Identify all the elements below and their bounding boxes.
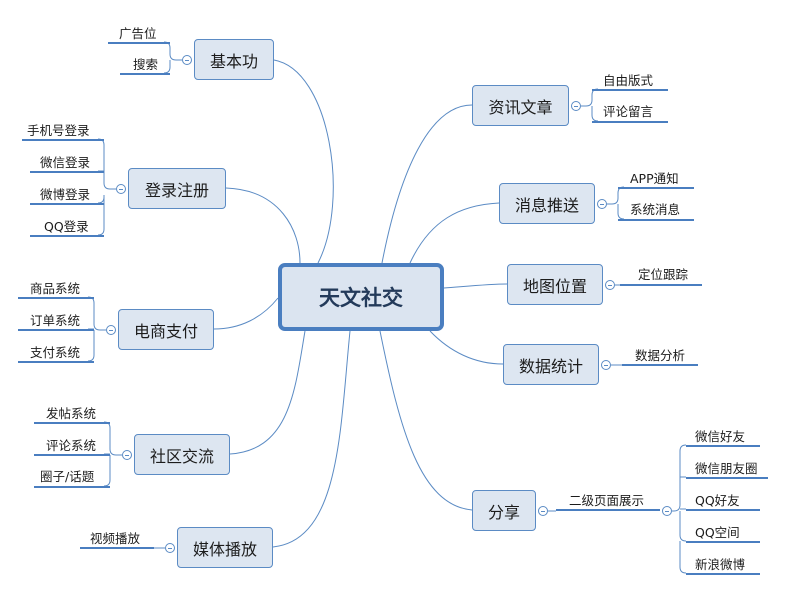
bracket-basics — [163, 41, 182, 74]
subtopic-underline — [18, 361, 94, 363]
subtopic-underline — [622, 364, 698, 366]
subtopic-underline — [30, 171, 104, 173]
subtopic-underline — [686, 573, 760, 575]
subtopic-underline — [686, 541, 760, 543]
subtopic-underline — [620, 284, 702, 286]
share-qq-friend[interactable]: QQ好友 — [695, 493, 740, 508]
subtopic-ad-slot[interactable]: 广告位 — [119, 26, 157, 41]
subtopic-underline — [80, 547, 154, 549]
subtopic-underline — [18, 297, 94, 299]
collapse-toggle-map[interactable] — [605, 280, 615, 290]
topic-news-articles[interactable]: 资讯文章 — [472, 85, 569, 126]
topic-share[interactable]: 分享 — [472, 490, 536, 531]
subtopic-underline — [34, 486, 110, 488]
topic-community[interactable]: 社区交流 — [134, 434, 230, 475]
link-stats — [429, 330, 504, 365]
subtopic-system-message[interactable]: 系统消息 — [630, 202, 681, 217]
collapse-toggle-community[interactable] — [122, 450, 132, 460]
collapse-toggle-secondary-page[interactable] — [662, 506, 672, 516]
subtopic-underline — [556, 509, 660, 511]
link-basics — [273, 59, 334, 264]
topic-push-messages[interactable]: 消息推送 — [499, 183, 595, 224]
topic-map-location[interactable]: 地图位置 — [507, 264, 603, 305]
share-sina-weibo[interactable]: 新浪微博 — [695, 557, 746, 572]
subtopic-location-tracking[interactable]: 定位跟踪 — [638, 267, 689, 282]
subtopic-underline — [108, 42, 170, 44]
subtopic-underline — [592, 89, 668, 91]
collapse-toggle-ecommerce[interactable] — [106, 325, 116, 335]
subtopic-underline — [120, 73, 170, 75]
subtopic-search[interactable]: 搜索 — [133, 57, 159, 72]
subtopic-app-notification[interactable]: APP通知 — [630, 171, 679, 186]
subtopic-qq-login[interactable]: QQ登录 — [44, 219, 89, 234]
topic-media-playback[interactable]: 媒体播放 — [177, 527, 273, 568]
subtopic-secondary-page[interactable]: 二级页面展示 — [569, 493, 645, 508]
subtopic-payment-system[interactable]: 支付系统 — [30, 345, 81, 360]
subtopic-underline — [686, 445, 760, 447]
subtopic-wechat-login[interactable]: 微信登录 — [40, 155, 91, 170]
subtopic-underline — [30, 203, 104, 205]
subtopic-underline — [592, 121, 668, 123]
link-community — [229, 330, 306, 455]
subtopic-comment-system[interactable]: 评论系统 — [46, 438, 97, 453]
share-qq-zone[interactable]: QQ空间 — [695, 525, 740, 540]
link-news — [381, 104, 473, 264]
subtopic-weibo-login[interactable]: 微博登录 — [40, 187, 91, 202]
link-share — [379, 330, 473, 511]
topic-ecommerce-payment[interactable]: 电商支付 — [118, 309, 214, 350]
subtopic-comments[interactable]: 评论留言 — [603, 104, 654, 119]
collapse-toggle-login[interactable] — [116, 184, 126, 194]
share-wechat-moments[interactable]: 微信朋友圈 — [695, 461, 758, 476]
link-map — [443, 283, 508, 289]
topic-basics[interactable]: 基本功 — [194, 39, 274, 80]
bracket-secondary-page — [672, 444, 687, 574]
link-login — [225, 187, 301, 264]
subtopic-underline — [22, 139, 104, 141]
subtopic-data-analysis[interactable]: 数据分析 — [635, 348, 686, 363]
subtopic-underline — [686, 477, 768, 479]
subtopic-underline — [34, 422, 110, 424]
link-push — [409, 202, 500, 264]
topic-data-statistics[interactable]: 数据统计 — [503, 344, 599, 385]
bracket-push — [607, 186, 625, 220]
central-topic[interactable]: 天文社交 — [278, 263, 444, 331]
share-wechat-friend[interactable]: 微信好友 — [695, 429, 746, 444]
collapse-toggle-news[interactable] — [571, 101, 581, 111]
subtopic-underline — [34, 454, 110, 456]
subtopic-underline — [18, 329, 94, 331]
subtopic-underline — [30, 235, 104, 237]
subtopic-phone-login[interactable]: 手机号登录 — [27, 123, 90, 138]
subtopic-underline — [686, 509, 760, 511]
collapse-toggle-push[interactable] — [597, 199, 607, 209]
collapse-toggle-basics[interactable] — [182, 55, 192, 65]
topic-login-register[interactable]: 登录注册 — [128, 168, 226, 209]
collapse-toggle-share[interactable] — [538, 506, 548, 516]
link-media — [272, 330, 351, 548]
subtopic-free-layout[interactable]: 自由版式 — [603, 73, 654, 88]
subtopic-underline — [618, 187, 694, 189]
collapse-toggle-media[interactable] — [165, 543, 175, 553]
subtopic-post-system[interactable]: 发帖系统 — [46, 406, 97, 421]
link-ecommerce — [213, 297, 279, 330]
subtopic-order-system[interactable]: 订单系统 — [30, 313, 81, 328]
bracket-login — [97, 138, 116, 236]
bracket-news — [581, 88, 599, 122]
subtopic-product-system[interactable]: 商品系统 — [30, 281, 81, 296]
subtopic-underline — [618, 219, 694, 221]
subtopic-circles-topics[interactable]: 圈子/话题 — [40, 469, 95, 484]
subtopic-video-playback[interactable]: 视频播放 — [90, 531, 141, 546]
collapse-toggle-stats[interactable] — [601, 360, 611, 370]
